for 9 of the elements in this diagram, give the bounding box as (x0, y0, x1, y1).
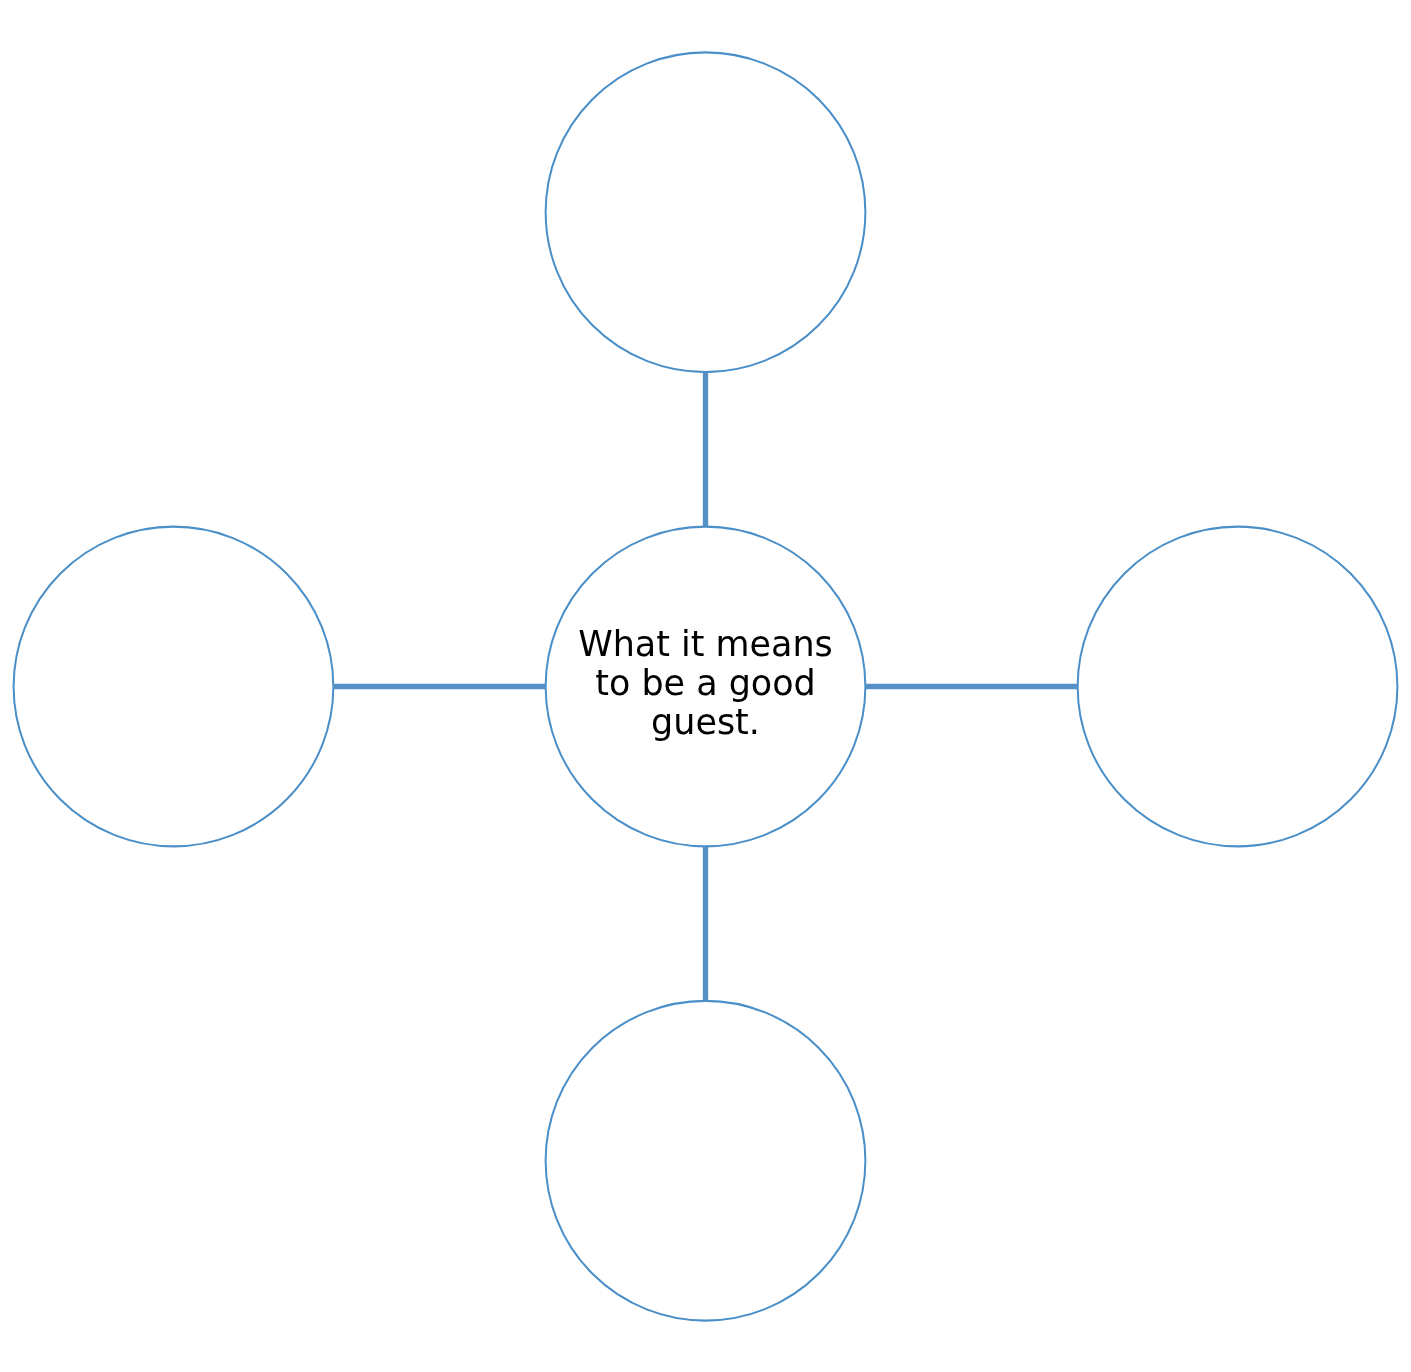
node-circle (544, 50, 867, 373)
connector (333, 683, 546, 689)
node-circle (1076, 525, 1399, 847)
connector (865, 683, 1078, 689)
node-circle (12, 525, 335, 847)
connector (702, 372, 709, 526)
connector (702, 846, 709, 1001)
node-circle: What it means to be a good guest. (544, 525, 867, 847)
node-circle (544, 999, 867, 1322)
